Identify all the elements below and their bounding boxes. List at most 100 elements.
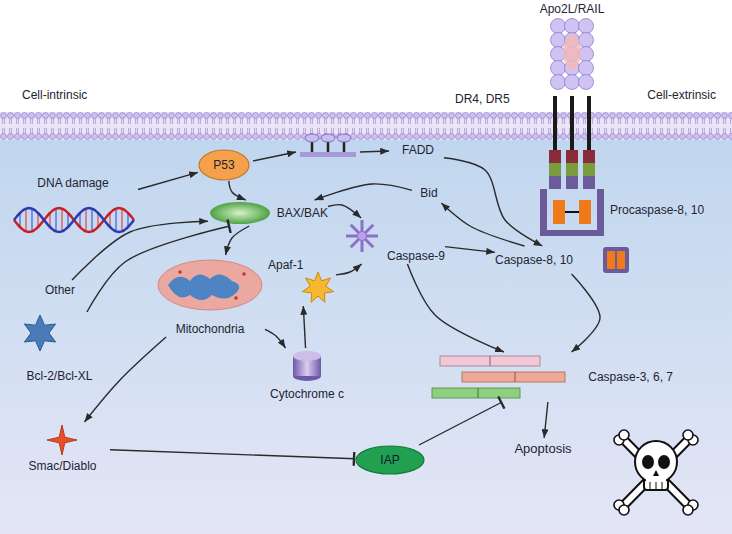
death-receptor-complex <box>566 150 578 163</box>
caspase-3-bars <box>440 356 540 366</box>
skull-icon <box>619 505 629 515</box>
death-receptor-complex <box>566 176 578 189</box>
death-receptor-complex <box>549 176 561 189</box>
activation-arrow <box>226 226 250 255</box>
skull-icon <box>662 482 663 490</box>
death-receptor-complex <box>566 163 578 176</box>
activation-arrow <box>445 247 495 253</box>
protein-node: Apaf-1 <box>268 258 336 306</box>
dna-helix <box>31 209 32 232</box>
inhibition-line <box>419 402 502 445</box>
caspase-8-icon <box>617 251 625 269</box>
protein-node: BAX/BAK <box>208 200 328 226</box>
node-label: Caspase-8, 10 <box>495 253 573 268</box>
dna-helix <box>25 209 26 232</box>
caspase-8-icon <box>603 247 629 273</box>
activation-arrow <box>72 221 208 280</box>
skull-icon <box>650 482 651 490</box>
bcl2-star <box>24 315 55 351</box>
node-label: Bcl-2/Bcl-XL <box>26 369 92 384</box>
dna-helix <box>14 208 134 232</box>
skull-icon <box>642 455 654 469</box>
node-label: Other <box>45 283 75 298</box>
receptor-icon <box>321 134 335 142</box>
receptor-icon <box>360 151 389 152</box>
organelle-node: Mitochondria <box>155 255 265 337</box>
caspase-8-icon <box>607 251 615 269</box>
node-label: IAP <box>380 453 399 468</box>
skull-icon <box>624 440 688 505</box>
caspase-3-bars <box>478 388 479 398</box>
ligand-trimer <box>551 19 566 34</box>
activation-arrow <box>444 158 542 246</box>
cytochrome-c-icon <box>293 351 321 361</box>
ligand-trimer <box>551 33 566 48</box>
ligand-trimer <box>579 75 594 90</box>
skull-icon <box>619 430 629 440</box>
death-receptor-complex <box>597 189 604 236</box>
dna-helix <box>115 209 116 232</box>
annotation-label: Cell-extrinsic <box>647 88 716 103</box>
cell-membrane <box>0 112 732 140</box>
skull-icon <box>644 474 668 490</box>
caspase-3-bars <box>432 356 565 398</box>
dna-helix <box>85 209 86 232</box>
caspase-3-bars <box>462 372 565 382</box>
activation-arrow <box>328 205 361 218</box>
ligand-trimer <box>579 61 594 76</box>
death-receptor-complex <box>570 96 574 150</box>
node-label: Cytochrome c <box>270 387 344 402</box>
death-receptor-complex <box>540 96 604 236</box>
skull-icon <box>624 440 688 505</box>
outcome-node: Apoptosis <box>503 438 583 460</box>
caspase-3-bars <box>515 372 516 382</box>
cell-membrane <box>0 112 732 140</box>
activation-arrow <box>336 264 362 275</box>
ligand-trimer <box>551 19 594 90</box>
node-label: Caspase-3, 6, 7 <box>588 370 673 385</box>
activation-arrow <box>138 172 198 189</box>
skull-icon <box>653 470 659 476</box>
skull-icon <box>658 455 670 469</box>
dna-helix <box>14 208 134 232</box>
dna-helix <box>14 208 134 232</box>
receptor-icon <box>305 134 319 142</box>
node-label: Apoptosis <box>514 441 571 457</box>
mitochondrion <box>158 260 262 310</box>
node-label: FADD <box>402 143 434 158</box>
mitochondrion <box>168 274 239 300</box>
node-label: Apaf-1 <box>268 258 303 273</box>
dna-helix <box>61 209 62 232</box>
activation-arrow <box>265 329 286 348</box>
cytoplasm-ground <box>0 126 732 534</box>
inhibition-line <box>110 450 355 459</box>
dna-helix <box>91 209 92 232</box>
activation-arrow <box>544 402 548 438</box>
skull-icon <box>614 430 698 515</box>
death-receptor-complex <box>579 200 591 224</box>
protein-node: Bcl-2/Bcl-XL <box>12 312 107 384</box>
ligand-trimer <box>565 19 580 34</box>
receptor-icon <box>253 134 389 161</box>
dna-helix <box>121 209 122 232</box>
annotation-label: Apo2L/RAIL <box>540 2 605 17</box>
activation-arrow <box>571 274 600 352</box>
death-receptor-complex <box>549 163 561 176</box>
activation-arrow <box>407 264 503 352</box>
bax-bak-protein <box>210 202 270 224</box>
protein-ellipse: P53 <box>198 149 250 181</box>
skull-icon <box>683 505 693 515</box>
caspase-node: Caspase-3, 6, 7 <box>428 352 673 402</box>
activation-arrow <box>229 181 246 200</box>
ligand-trimer <box>579 33 594 48</box>
caspase-node: Caspase-9 <box>345 218 445 264</box>
death-receptor-complex <box>583 176 595 189</box>
death-receptor-complex <box>553 96 557 150</box>
death-receptor-complex <box>565 211 579 213</box>
receptor-icon <box>337 134 351 142</box>
node-label: Bid <box>420 186 437 201</box>
ligand-trimer <box>551 61 566 76</box>
receptor-icon <box>300 152 356 157</box>
activation-arrow <box>303 306 305 348</box>
